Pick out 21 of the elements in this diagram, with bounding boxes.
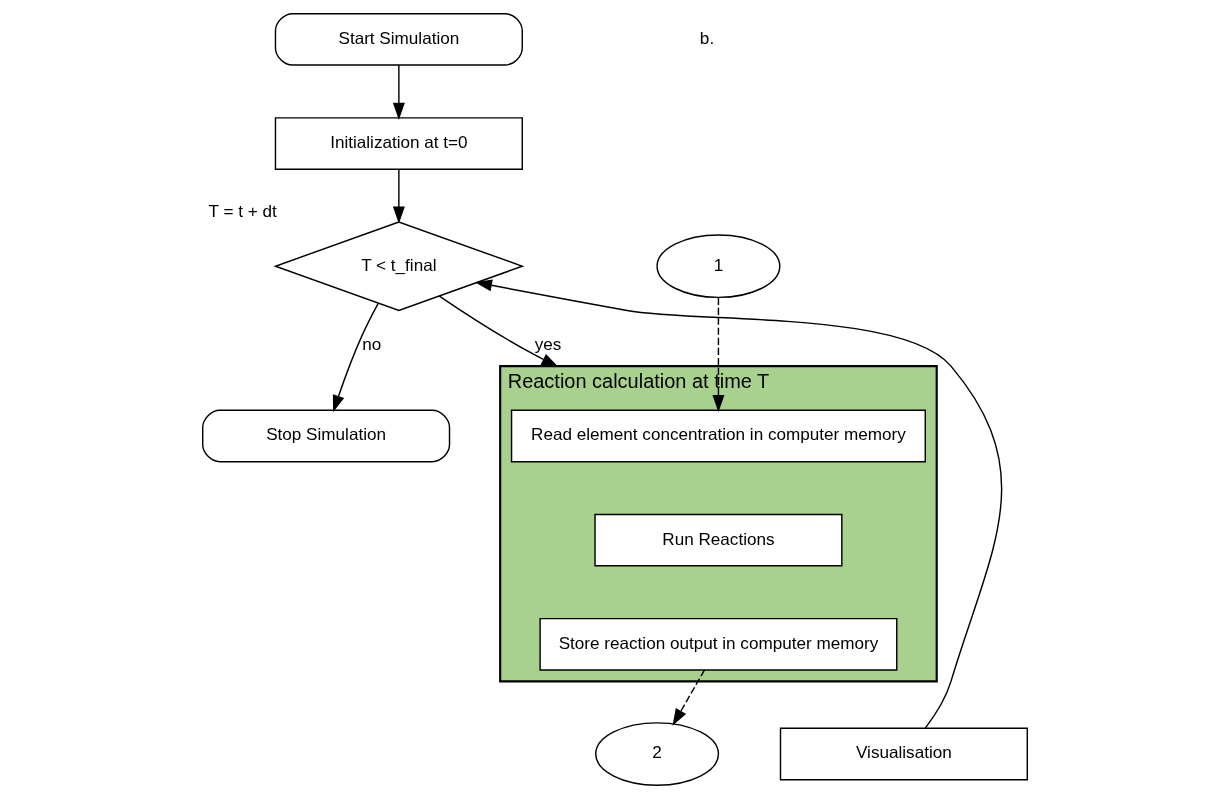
label: b. (699, 28, 714, 48)
node-box: Stop Simulation (201, 409, 450, 463)
node-box: Run Reactions (593, 513, 843, 567)
arrow (438, 295, 559, 368)
node-diamond: T < t_final (272, 221, 524, 312)
arrow (474, 279, 1002, 729)
arrow (392, 169, 405, 224)
node-box: Visualisation (779, 727, 1028, 781)
edge-label: yes (534, 334, 561, 354)
edge-label: no (361, 334, 381, 354)
node-label: T = t + dt (208, 202, 277, 222)
node-box: Read element concentration in computer memory (510, 409, 926, 463)
arrow (332, 302, 379, 413)
arrow (711, 297, 724, 413)
arrow (392, 64, 405, 120)
node-ellipse: 1 (655, 234, 780, 299)
arrow (672, 669, 705, 726)
node-box: Start Simulation (274, 13, 523, 66)
node-box: Initialization at t=0 (274, 117, 523, 170)
node-ellipse: 2 (594, 722, 719, 786)
node-box: Store reaction output in computer memory (538, 617, 897, 671)
